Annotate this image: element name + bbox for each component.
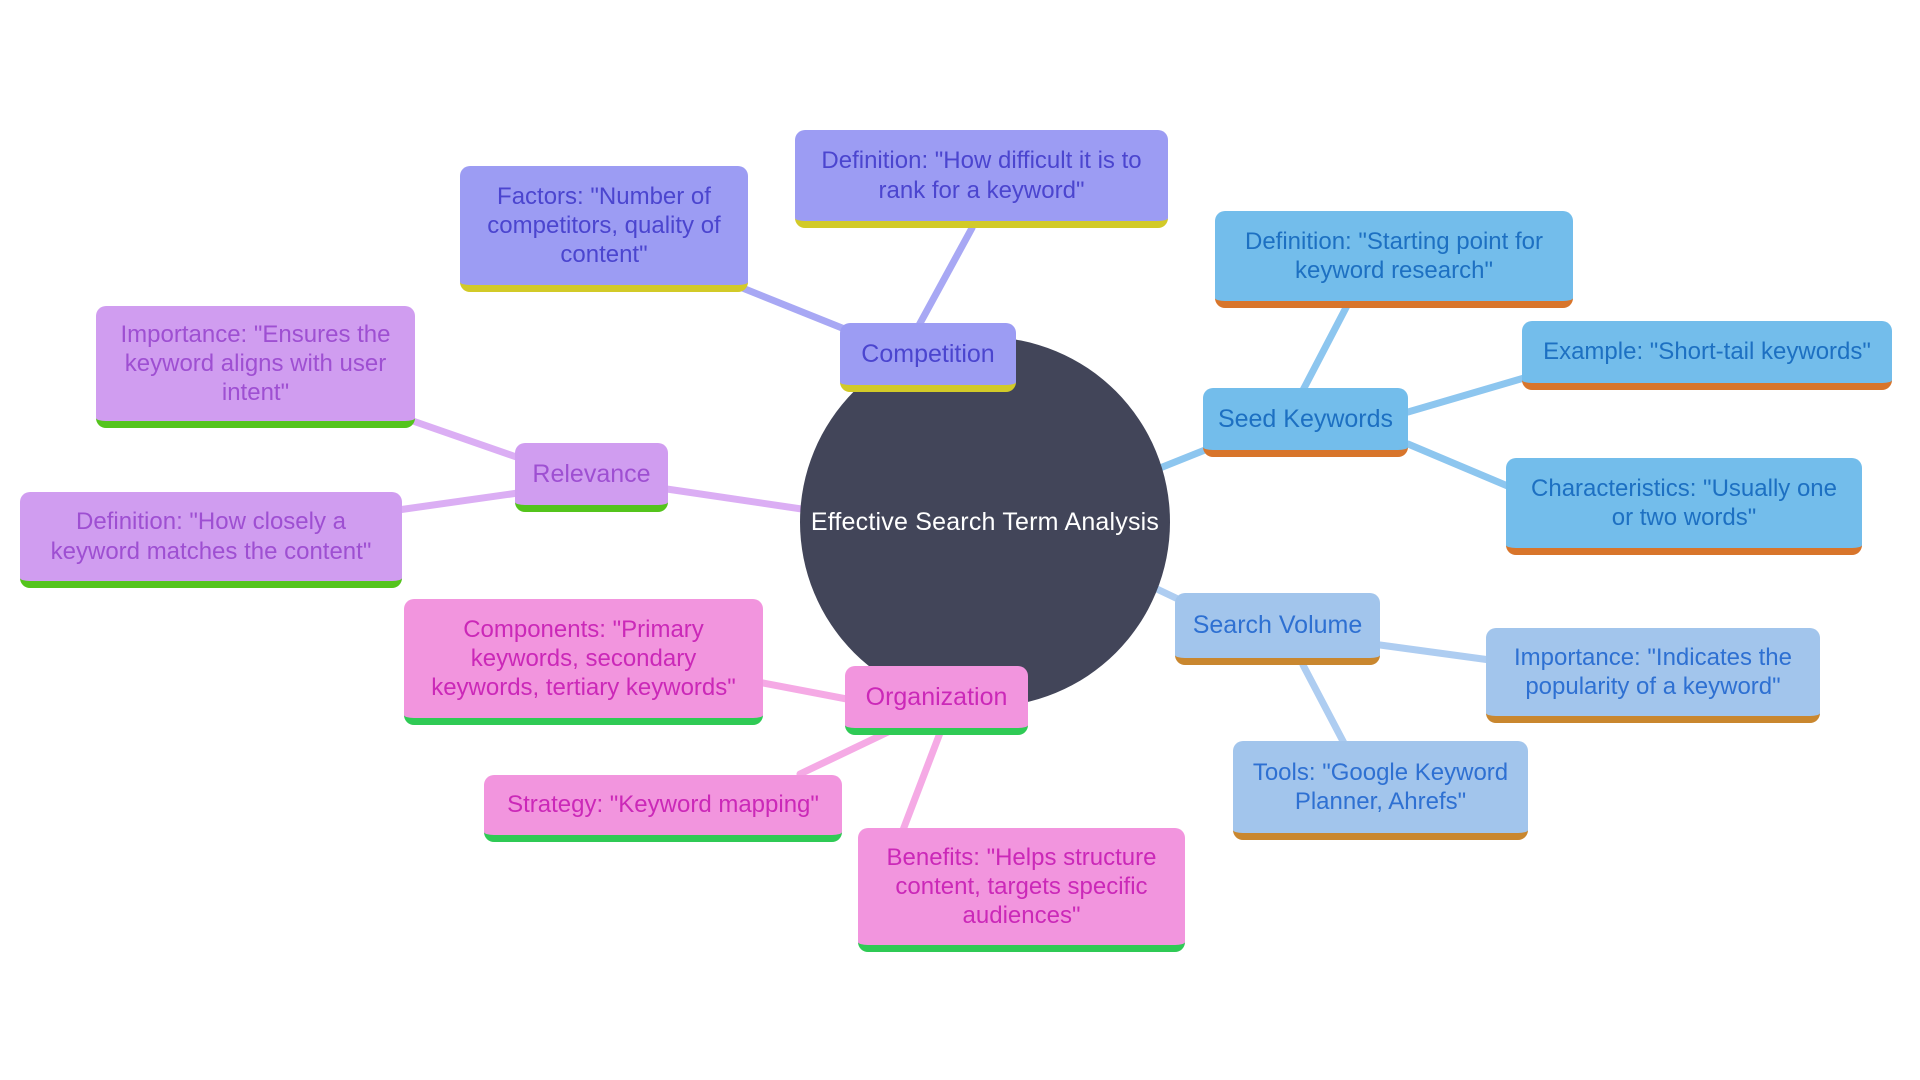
- leaf-node-label: Importance: "Indicates the popularity of…: [1513, 643, 1792, 700]
- leaf-node-competition-factors: Factors: "Number of competitors, quality…: [460, 166, 748, 292]
- leaf-node-label: Tools: "Google Keyword Planner, Ahrefs": [1252, 758, 1509, 815]
- leaf-node-seed-example: Example: "Short-tail keywords": [1522, 321, 1892, 390]
- leaf-node-search-volume-tools: Tools: "Google Keyword Planner, Ahrefs": [1233, 741, 1528, 840]
- leaf-node-organization-strategy: Strategy: "Keyword mapping": [484, 775, 842, 842]
- leaf-node-label: Characteristics: "Usually one or two wor…: [1531, 474, 1837, 531]
- leaf-node-label: Example: "Short-tail keywords": [1543, 338, 1871, 366]
- branch-node-label: Search Volume: [1192, 611, 1363, 640]
- branch-node-label: Seed Keywords: [1217, 404, 1394, 433]
- branch-node-label: Competition: [861, 339, 995, 368]
- leaf-node-organization-components: Components: "Primary keywords, secondary…: [404, 599, 763, 725]
- branch-node-organization: Organization: [845, 666, 1028, 735]
- branch-node-relevance: Relevance: [515, 443, 668, 512]
- leaf-node-label: Importance: "Ensures the keyword aligns …: [120, 320, 391, 407]
- leaf-node-label: Benefits: "Helps structure content, targ…: [886, 843, 1157, 930]
- leaf-node-competition-definition: Definition: "How difficult it is to rank…: [795, 130, 1168, 228]
- leaf-node-search-volume-importance: Importance: "Indicates the popularity of…: [1486, 628, 1820, 723]
- leaf-node-relevance-importance: Importance: "Ensures the keyword aligns …: [96, 306, 415, 428]
- leaf-node-label: Definition: "How closely a keyword match…: [50, 508, 372, 565]
- leaf-node-label: Factors: "Number of competitors, quality…: [487, 182, 721, 269]
- leaf-node-label: Components: "Primary keywords, secondary…: [431, 615, 736, 702]
- center-node-label: Effective Search Term Analysis: [810, 507, 1160, 536]
- branch-node-competition: Competition: [840, 323, 1016, 392]
- branch-node-label: Relevance: [532, 459, 651, 488]
- leaf-node-label: Definition: "Starting point for keyword …: [1244, 227, 1543, 284]
- leaf-node-relevance-definition: Definition: "How closely a keyword match…: [20, 492, 402, 588]
- leaf-node-seed-characteristics: Characteristics: "Usually one or two wor…: [1506, 458, 1862, 555]
- leaf-node-seed-definition: Definition: "Starting point for keyword …: [1215, 211, 1573, 308]
- branch-node-label: Organization: [865, 682, 1008, 711]
- branch-node-seed-keywords: Seed Keywords: [1203, 388, 1408, 457]
- leaf-node-label: Definition: "How difficult it is to rank…: [821, 147, 1142, 204]
- leaf-node-label: Strategy: "Keyword mapping": [507, 791, 819, 819]
- leaf-node-organization-benefits: Benefits: "Helps structure content, targ…: [858, 828, 1185, 952]
- center-node: Effective Search Term Analysis: [800, 337, 1170, 707]
- branch-node-search-volume: Search Volume: [1175, 593, 1380, 665]
